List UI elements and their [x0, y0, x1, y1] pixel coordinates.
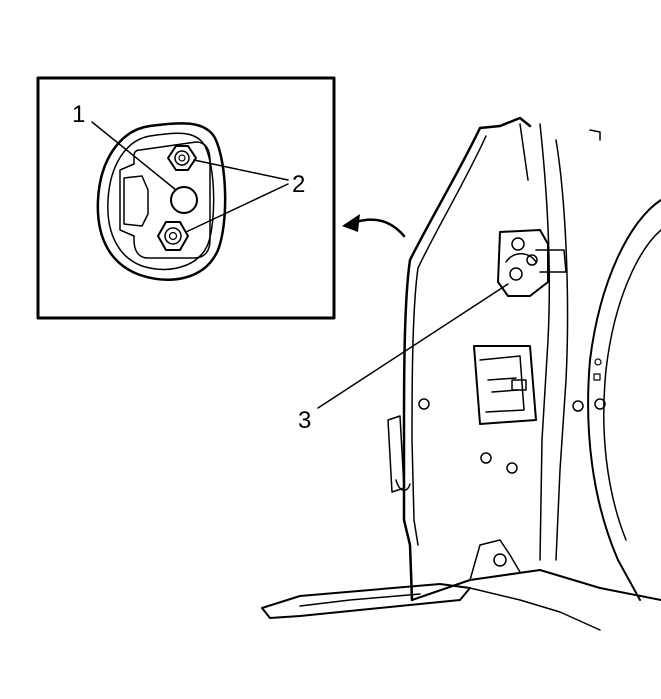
upper-bolt [167, 145, 197, 171]
inset-frame [36, 76, 336, 320]
lower-bolt [157, 221, 189, 251]
leader-line-3 [317, 283, 509, 409]
striker-slot [123, 175, 149, 227]
door-striker [497, 229, 567, 297]
callout-label-1: 1 [72, 101, 85, 128]
callout-label-2: 2 [292, 171, 305, 198]
striker-outer-body [96, 122, 227, 281]
detail-arrow [342, 214, 406, 238]
latch-opening [473, 345, 537, 425]
striker-plate [119, 141, 211, 259]
arrowhead-icon [342, 214, 360, 232]
detail-inset: 1 2 [36, 76, 336, 320]
leader-line-2a [193, 159, 289, 181]
callout-label-3: 3 [298, 407, 311, 434]
leader-line-2b [185, 183, 289, 233]
leader-line-1 [91, 121, 177, 191]
vehicle-body-pillar [261, 116, 661, 631]
center-hole [170, 186, 198, 214]
